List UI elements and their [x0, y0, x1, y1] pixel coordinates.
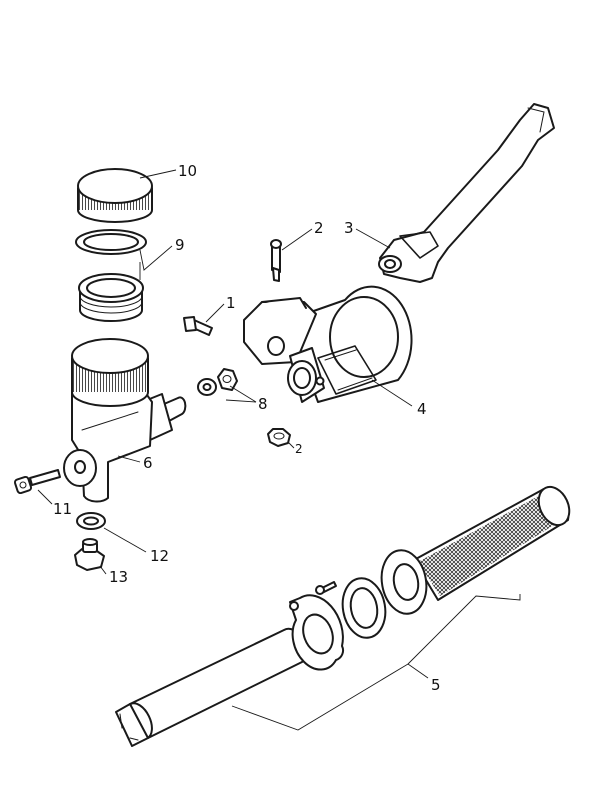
master-cylinder-body [63, 338, 187, 503]
lever-nut [267, 428, 291, 447]
lever-pivot-pin [270, 239, 282, 282]
callout-2-pin: 2 [314, 219, 324, 237]
lever-bracket [243, 285, 413, 403]
callout-4: 4 [417, 400, 427, 418]
reservoir-collar [78, 273, 144, 322]
callout-labels: 10 9 2 3 1 8 2 4 6 11 12 13 5 [53, 162, 441, 694]
throttle-tube [115, 627, 308, 747]
callout-12: 12 [150, 547, 169, 565]
cable-guide-plate [289, 581, 345, 671]
grip-spacer-ring [341, 577, 387, 639]
callout-8: 8 [258, 395, 268, 413]
leader-lines [37, 169, 521, 731]
reservoir-cap [77, 168, 153, 223]
rubber-grip [380, 485, 571, 615]
callout-6: 6 [143, 454, 153, 472]
pivot-bolt [183, 316, 213, 336]
callout-13: 13 [109, 568, 128, 586]
callout-3: 3 [344, 219, 354, 237]
callout-11: 11 [53, 500, 72, 518]
brake-lever [378, 103, 555, 283]
callout-5: 5 [431, 676, 441, 694]
washer-and-nut [197, 368, 238, 396]
sealing-washer [76, 512, 106, 530]
callout-10: 10 [178, 162, 197, 180]
callout-1: 1 [226, 294, 236, 312]
callout-2-nut: 2 [295, 442, 303, 456]
banjo-bolt [13, 469, 61, 495]
callout-9: 9 [175, 236, 185, 254]
reservoir-gasket [75, 229, 147, 255]
hex-plug [74, 538, 105, 571]
